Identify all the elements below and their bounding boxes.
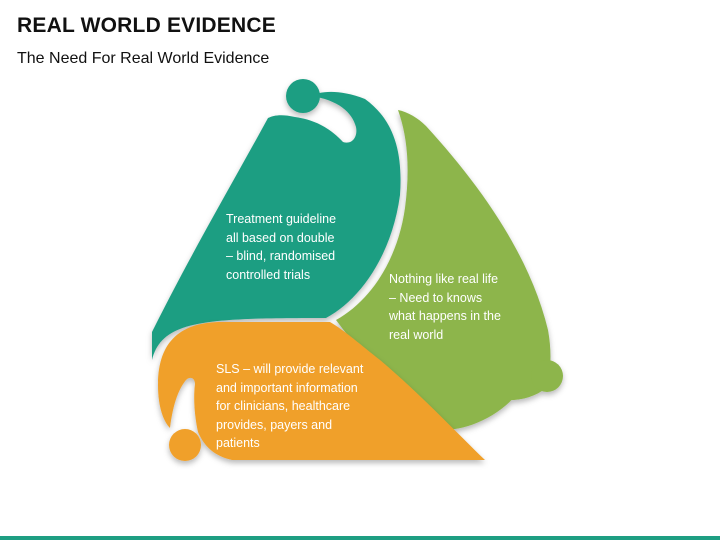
slide-title: REAL WORLD EVIDENCE <box>17 14 276 37</box>
green-segment-body <box>152 91 401 360</box>
green-segment <box>152 79 401 360</box>
text-line: – blind, randomised <box>226 249 336 263</box>
lime-segment-text: Nothing like real life – Need to knows w… <box>389 270 519 344</box>
green-segment-knob <box>286 79 320 113</box>
text-line: real world <box>389 327 444 342</box>
text-line: provides, payers and <box>216 417 333 432</box>
text-line: for clinicians, healthcare <box>216 399 351 413</box>
text-line: Treatment guideline <box>226 212 337 226</box>
lime-segment-knob <box>531 360 563 392</box>
text-line: SLS – will provide relevant <box>216 362 364 376</box>
lime-segment <box>336 110 563 430</box>
orange-segment <box>158 322 485 461</box>
orange-segment-knob <box>169 429 201 461</box>
text-line: patients <box>216 436 260 450</box>
bottom-accent-bar <box>0 536 720 540</box>
text-line: controlled trials <box>226 267 311 282</box>
green-segment-text: Treatment guideline all based on double … <box>226 210 366 284</box>
text-line: all based on double <box>226 230 335 245</box>
text-line: what happens in the <box>389 309 501 323</box>
text-line: Nothing like real life <box>389 272 499 286</box>
orange-segment-body <box>158 322 485 460</box>
text-line: – Need to knows <box>389 290 483 305</box>
text-line: and important information <box>216 380 358 395</box>
slide-subtitle: The Need For Real World Evidence <box>17 50 270 67</box>
lime-segment-body <box>336 110 551 430</box>
orange-segment-text: SLS – will provide relevant and importan… <box>216 360 386 453</box>
